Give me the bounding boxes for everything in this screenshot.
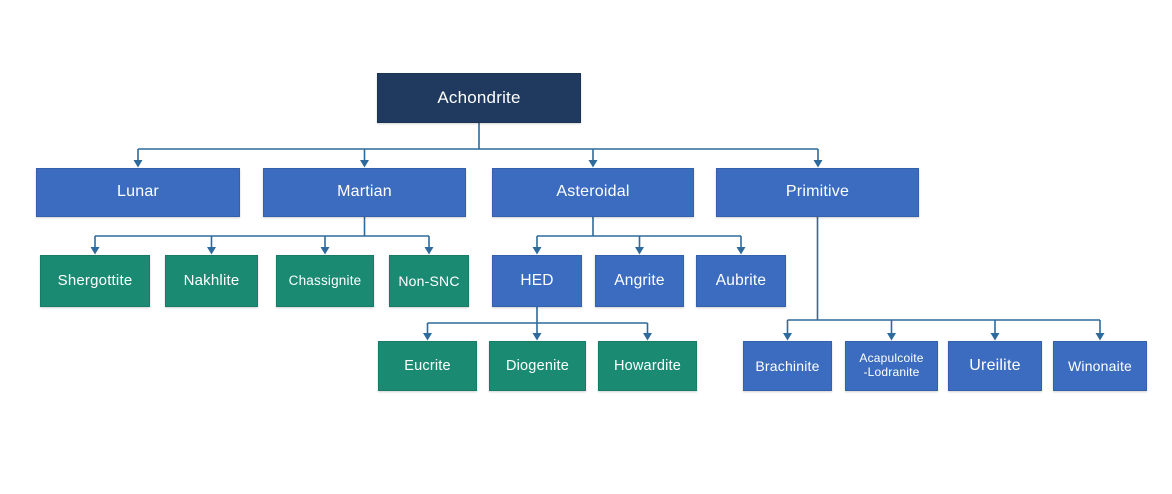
- arrowhead-chassignite: [320, 247, 330, 255]
- node-acapulcoite-lodranite: Acapulcoite -Lodranite: [845, 341, 938, 391]
- arrowhead-diogenite: [532, 333, 542, 341]
- node-label-line2: -Lodranite: [863, 365, 920, 379]
- node-chassignite: Chassignite: [276, 255, 374, 307]
- arrowhead-brachinite: [783, 333, 792, 341]
- arrowhead-martian: [360, 160, 369, 168]
- node-asteroidal: Asteroidal: [492, 168, 694, 217]
- arrowhead-eucrite: [423, 333, 432, 341]
- edges-achondrite-children: [137, 123, 819, 160]
- arrowhead-primitive: [813, 160, 823, 168]
- node-martian: Martian: [263, 168, 466, 217]
- node-non-snc: Non-SNC: [389, 255, 469, 307]
- node-diogenite: Diogenite: [489, 341, 586, 391]
- edges-asteroidal-children: [536, 217, 742, 247]
- arrowhead-acapulcoite-lodranite: [887, 333, 896, 341]
- arrowhead-non-snc: [424, 247, 434, 255]
- node-angrite: Angrite: [595, 255, 684, 307]
- arrowhead-howardite: [643, 333, 652, 341]
- arrowhead-angrite: [635, 247, 644, 255]
- edges-martian-children: [94, 217, 430, 247]
- arrowhead-ureilite: [990, 333, 1000, 341]
- arrowhead-lunar: [133, 160, 143, 168]
- node-primitive: Primitive: [716, 168, 919, 217]
- arrowhead-hed: [532, 247, 542, 255]
- node-ureilite: Ureilite: [948, 341, 1042, 391]
- node-hed: HED: [492, 255, 582, 307]
- node-shergottite: Shergottite: [40, 255, 150, 307]
- node-brachinite: Brachinite: [743, 341, 832, 391]
- node-lunar: Lunar: [36, 168, 240, 217]
- node-aubrite: Aubrite: [696, 255, 786, 307]
- node-howardite: Howardite: [598, 341, 697, 391]
- arrowhead-winonaite: [1095, 333, 1105, 341]
- node-label-line1: Acapulcoite: [859, 351, 924, 366]
- edges-primitive-children: [786, 217, 1101, 333]
- node-achondrite: Achondrite: [377, 73, 581, 123]
- edges-hed-children: [426, 307, 649, 333]
- node-winonaite: Winonaite: [1053, 341, 1147, 391]
- arrowhead-shergottite: [90, 247, 100, 255]
- arrowhead-asteroidal: [588, 160, 598, 168]
- node-eucrite: Eucrite: [378, 341, 477, 391]
- arrowhead-nakhlite: [207, 247, 216, 255]
- node-nakhlite: Nakhlite: [165, 255, 258, 307]
- arrowhead-aubrite: [736, 247, 746, 255]
